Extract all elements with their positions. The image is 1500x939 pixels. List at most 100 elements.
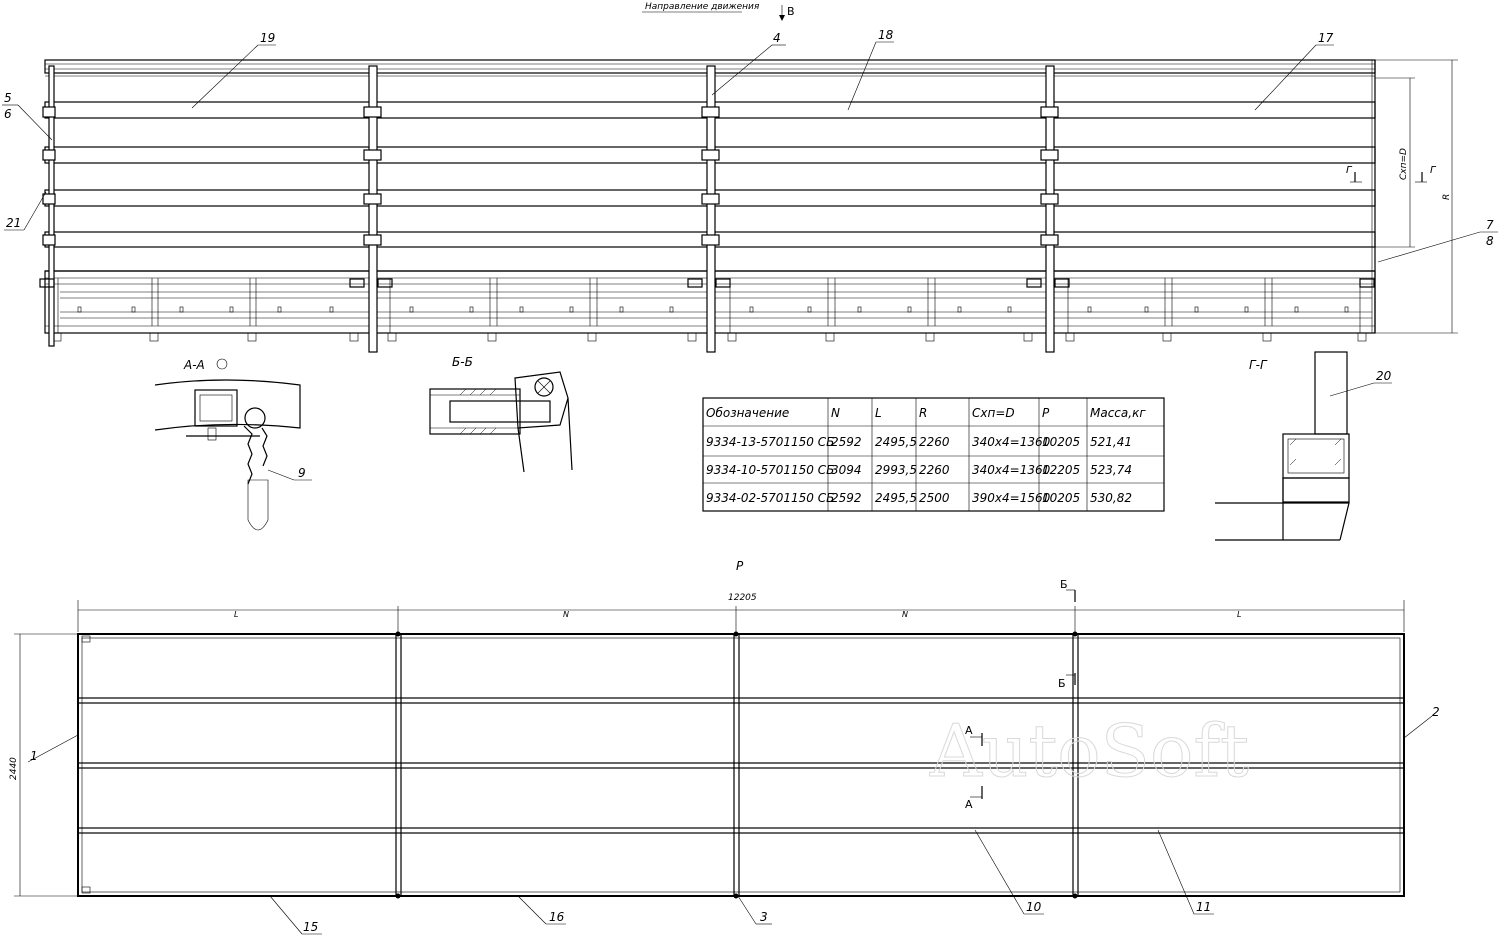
callout-7-8: 78 bbox=[1377, 218, 1498, 263]
svg-text:N: N bbox=[831, 406, 840, 420]
spec-table-header: Обозначение N L R Схп=D P Масса,кг bbox=[706, 406, 1146, 420]
svg-text:17: 17 bbox=[1318, 31, 1334, 45]
svg-text:390х4=1560: 390х4=1560 bbox=[972, 491, 1051, 505]
svg-text:Б: Б bbox=[1058, 677, 1066, 690]
svg-text:12205: 12205 bbox=[1042, 463, 1080, 477]
callout-4: 4 bbox=[711, 31, 786, 96]
cut-a-marker: А А bbox=[965, 724, 983, 811]
callout-9: 9 bbox=[267, 466, 312, 481]
spec-table-row: 9334-10-5701150 СБ 3094 2993,5 2260 340х… bbox=[706, 463, 1132, 477]
spec-table-row: 9334-02-5701150 СБ 2592 2495,5 2500 390х… bbox=[706, 491, 1132, 505]
section-bb-label: Б-Б bbox=[452, 355, 473, 369]
section-aa: А-А bbox=[154, 358, 301, 531]
dim-chp-d: Схп=D bbox=[1399, 148, 1409, 180]
svg-text:521,41: 521,41 bbox=[1090, 435, 1132, 449]
svg-text:2592: 2592 bbox=[831, 435, 862, 449]
svg-text:Б: Б bbox=[1060, 578, 1068, 591]
callout-17: 17 bbox=[1254, 31, 1334, 111]
svg-text:2592: 2592 bbox=[831, 491, 862, 505]
spec-table-row: 9334-13-5701150 СБ 2592 2495,5 2260 340х… bbox=[706, 435, 1132, 449]
svg-text:Г: Г bbox=[1346, 165, 1353, 176]
svg-text:Схп=D: Схп=D bbox=[972, 406, 1015, 420]
svg-text:16: 16 bbox=[549, 910, 565, 924]
callout-11: 11 bbox=[1157, 829, 1214, 915]
callout-2: 2 bbox=[1403, 705, 1440, 739]
svg-text:1: 1 bbox=[30, 749, 38, 763]
svg-text:2500: 2500 bbox=[919, 491, 950, 505]
callout-3: 3 bbox=[737, 895, 772, 925]
svg-text:2: 2 bbox=[1432, 705, 1440, 719]
svg-text:11: 11 bbox=[1196, 900, 1211, 914]
section-gg: Г-Г bbox=[1215, 351, 1350, 541]
svg-text:340х4=1360: 340х4=1360 bbox=[972, 435, 1051, 449]
side-posts bbox=[48, 60, 1376, 353]
svg-text:3094: 3094 bbox=[831, 463, 862, 477]
plan-title: P bbox=[736, 559, 744, 573]
dim-total: 12205 bbox=[728, 593, 757, 603]
svg-text:2260: 2260 bbox=[919, 435, 950, 449]
svg-text:L: L bbox=[234, 610, 238, 619]
svg-text:9: 9 bbox=[298, 466, 306, 480]
dim-r: R bbox=[1442, 194, 1452, 200]
direction-label: Направление движения bbox=[645, 2, 760, 12]
side-elevation: Схп=D R Г Г bbox=[39, 59, 1458, 353]
svg-text:6: 6 bbox=[4, 107, 12, 121]
direction-header: Направление движения В bbox=[642, 2, 795, 21]
svg-text:L: L bbox=[1237, 610, 1241, 619]
callout-21: 21 bbox=[4, 191, 47, 231]
callout-16: 16 bbox=[517, 895, 566, 925]
svg-text:523,74: 523,74 bbox=[1090, 463, 1132, 477]
plan-view: P 12205 L N N L 2440 bbox=[9, 559, 1405, 899]
svg-text:2495,5: 2495,5 bbox=[875, 491, 917, 505]
callout-5-6: 56 bbox=[2, 91, 53, 141]
svg-text:9334-02-5701150 СБ: 9334-02-5701150 СБ bbox=[706, 491, 834, 505]
callout-1: 1 bbox=[27, 734, 79, 763]
watermark: AutoSoft bbox=[929, 709, 1249, 793]
callout-15: 15 bbox=[269, 895, 322, 935]
svg-text:10205: 10205 bbox=[1042, 435, 1080, 449]
svg-text:19: 19 bbox=[260, 31, 275, 45]
plan-beams bbox=[77, 697, 1405, 834]
svg-text:15: 15 bbox=[303, 920, 318, 934]
callout-20: 20 bbox=[1329, 369, 1392, 397]
svg-text:530,82: 530,82 bbox=[1090, 491, 1132, 505]
svg-text:5: 5 bbox=[4, 91, 12, 105]
section-gg-label: Г-Г bbox=[1249, 358, 1268, 372]
svg-text:Обозначение: Обозначение bbox=[706, 406, 789, 420]
svg-text:10205: 10205 bbox=[1042, 491, 1080, 505]
svg-text:8: 8 bbox=[1486, 234, 1494, 248]
view-b-label: В bbox=[787, 5, 795, 18]
spec-table: Обозначение N L R Схп=D P Масса,кг 9334-… bbox=[702, 397, 1165, 512]
svg-text:20: 20 bbox=[1376, 369, 1392, 383]
svg-text:L: L bbox=[875, 406, 882, 420]
svg-text:Масса,кг: Масса,кг bbox=[1090, 406, 1146, 420]
callout-19: 19 bbox=[191, 31, 276, 109]
svg-text:Г: Г bbox=[1430, 165, 1437, 176]
svg-text:А: А bbox=[965, 798, 973, 811]
svg-text:2993,5: 2993,5 bbox=[875, 463, 917, 477]
section-bb: Б-Б bbox=[429, 355, 573, 473]
svg-text:N: N bbox=[902, 610, 908, 619]
svg-text:21: 21 bbox=[6, 216, 21, 230]
svg-text:2260: 2260 bbox=[919, 463, 950, 477]
svg-text:9334-13-5701150 СБ: 9334-13-5701150 СБ bbox=[706, 435, 834, 449]
svg-text:9334-10-5701150 СБ: 9334-10-5701150 СБ bbox=[706, 463, 834, 477]
dim-2440: 2440 bbox=[9, 757, 19, 780]
svg-text:А: А bbox=[965, 724, 973, 737]
svg-text:10: 10 bbox=[1026, 900, 1042, 914]
callout-10: 10 bbox=[974, 829, 1044, 915]
svg-text:7: 7 bbox=[1486, 218, 1494, 232]
cut-b-marker: Б Б bbox=[1058, 578, 1076, 690]
svg-text:N: N bbox=[563, 610, 569, 619]
svg-text:P: P bbox=[1042, 406, 1050, 420]
svg-text:18: 18 bbox=[878, 28, 894, 42]
svg-text:R: R bbox=[919, 406, 927, 420]
callout-18: 18 bbox=[847, 28, 894, 111]
svg-text:4: 4 bbox=[773, 31, 781, 45]
svg-text:3: 3 bbox=[760, 910, 768, 924]
svg-text:340х4=1360: 340х4=1360 bbox=[972, 463, 1051, 477]
cut-g-marker: Г Г bbox=[1346, 165, 1437, 183]
svg-text:2495,5: 2495,5 bbox=[875, 435, 917, 449]
callouts: 19 4 18 17 56 21 78 9 20 1 2 15 16 3 10 … bbox=[2, 28, 1498, 935]
